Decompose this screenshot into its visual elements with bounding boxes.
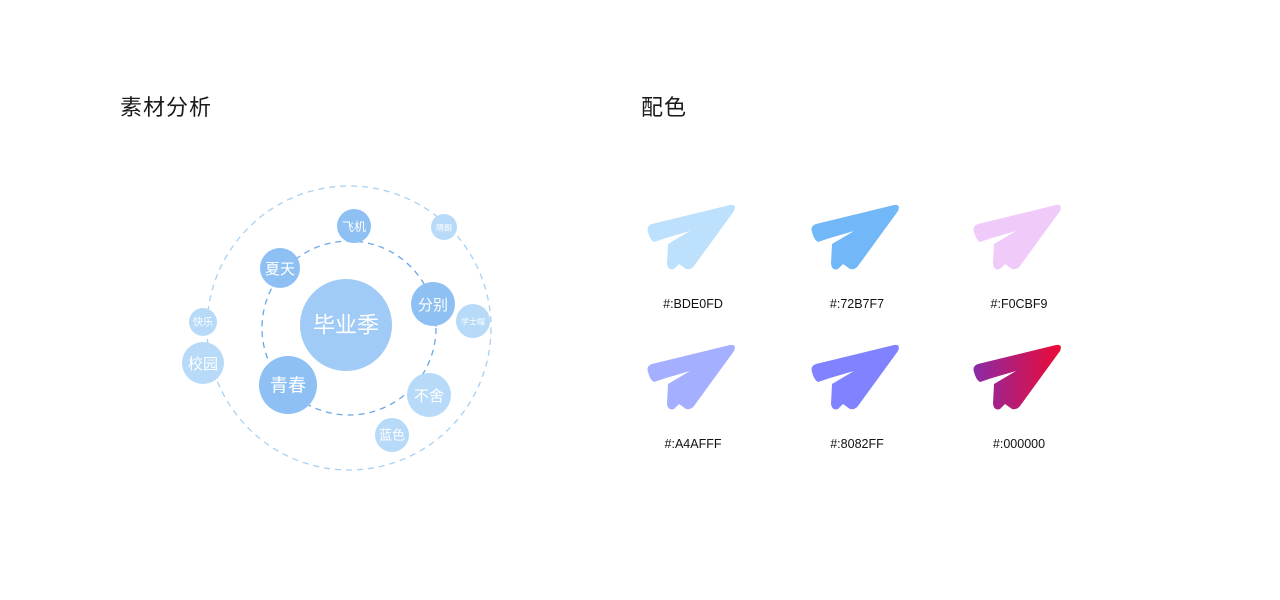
paper-plane-icon <box>811 344 899 410</box>
bubble-circle <box>407 373 451 417</box>
bubble-circle <box>337 209 371 243</box>
color-swatch: #:F0CBF9 <box>954 203 1084 323</box>
keyword-bubble: 蓝色 <box>375 418 409 452</box>
paper-plane-icon <box>973 344 1061 410</box>
keyword-bubble: 夏天 <box>260 248 300 288</box>
paper-plane-icon <box>811 204 899 270</box>
color-swatch: #:A4AFFF <box>628 343 758 463</box>
paper-plane-icon <box>973 204 1061 270</box>
swatch-hex-label: #:72B7F7 <box>829 297 885 311</box>
bubble-label: 校园 <box>188 355 218 373</box>
keyword-bubble-diagram: 毕业季 飞机夏天分别青春不舍 晴朗学士帽 快乐校园蓝色 <box>182 185 492 471</box>
color-swatch: #:8082FF <box>792 343 922 463</box>
bubble-label: 不舍 <box>414 387 444 405</box>
keyword-bubble: 校园 <box>182 342 224 384</box>
swatch-hex-label: #:A4AFFF <box>664 437 722 451</box>
color-swatch: #:000000 <box>954 343 1084 463</box>
bubble-circle <box>260 248 300 288</box>
bubble-circle <box>259 356 317 414</box>
bubble-circle <box>300 279 392 371</box>
keyword-bubble: 青春 <box>259 356 317 414</box>
swatch-hex-label: #:000000 <box>992 437 1046 451</box>
bubble-circle <box>431 214 457 240</box>
keyword-bubble: 快乐 <box>189 308 217 336</box>
keyword-bubble: 学士帽 <box>456 304 490 338</box>
keyword-bubble: 飞机 <box>337 209 371 243</box>
bubble-circle <box>189 308 217 336</box>
color-swatch: #:BDE0FD <box>628 203 758 323</box>
material-analysis-title: 素材分析 <box>120 96 213 121</box>
bubble-circle <box>182 342 224 384</box>
bubble-label: 青春 <box>270 376 306 397</box>
swatch-hex-label: #:BDE0FD <box>663 297 723 311</box>
keyword-bubble: 不舍 <box>407 373 451 417</box>
bubble-circle <box>456 304 490 338</box>
bubble-label: 飞机 <box>342 220 366 234</box>
keyword-bubble: 分别 <box>411 282 455 326</box>
bubble-label: 蓝色 <box>379 428 405 444</box>
bubble-circle <box>411 282 455 326</box>
color-palette-title: 配色 <box>641 96 688 121</box>
bubble-label: 毕业季 <box>313 314 379 339</box>
keyword-bubble: 晴朗 <box>431 214 457 240</box>
paper-plane-icon <box>647 204 735 270</box>
swatch-hex-label: #:F0CBF9 <box>990 297 1048 311</box>
keyword-bubble: 毕业季 <box>300 279 392 371</box>
bubble-label: 夏天 <box>265 260 295 278</box>
bubble-circle <box>375 418 409 452</box>
bubble-label: 快乐 <box>193 317 213 329</box>
bubble-label: 学士帽 <box>461 317 485 327</box>
bubble-label: 分别 <box>418 296 448 314</box>
color-swatch: #:72B7F7 <box>792 203 922 323</box>
swatch-hex-label: #:8082FF <box>830 437 884 451</box>
paper-plane-icon <box>647 344 735 410</box>
bubble-label: 晴朗 <box>436 223 452 233</box>
